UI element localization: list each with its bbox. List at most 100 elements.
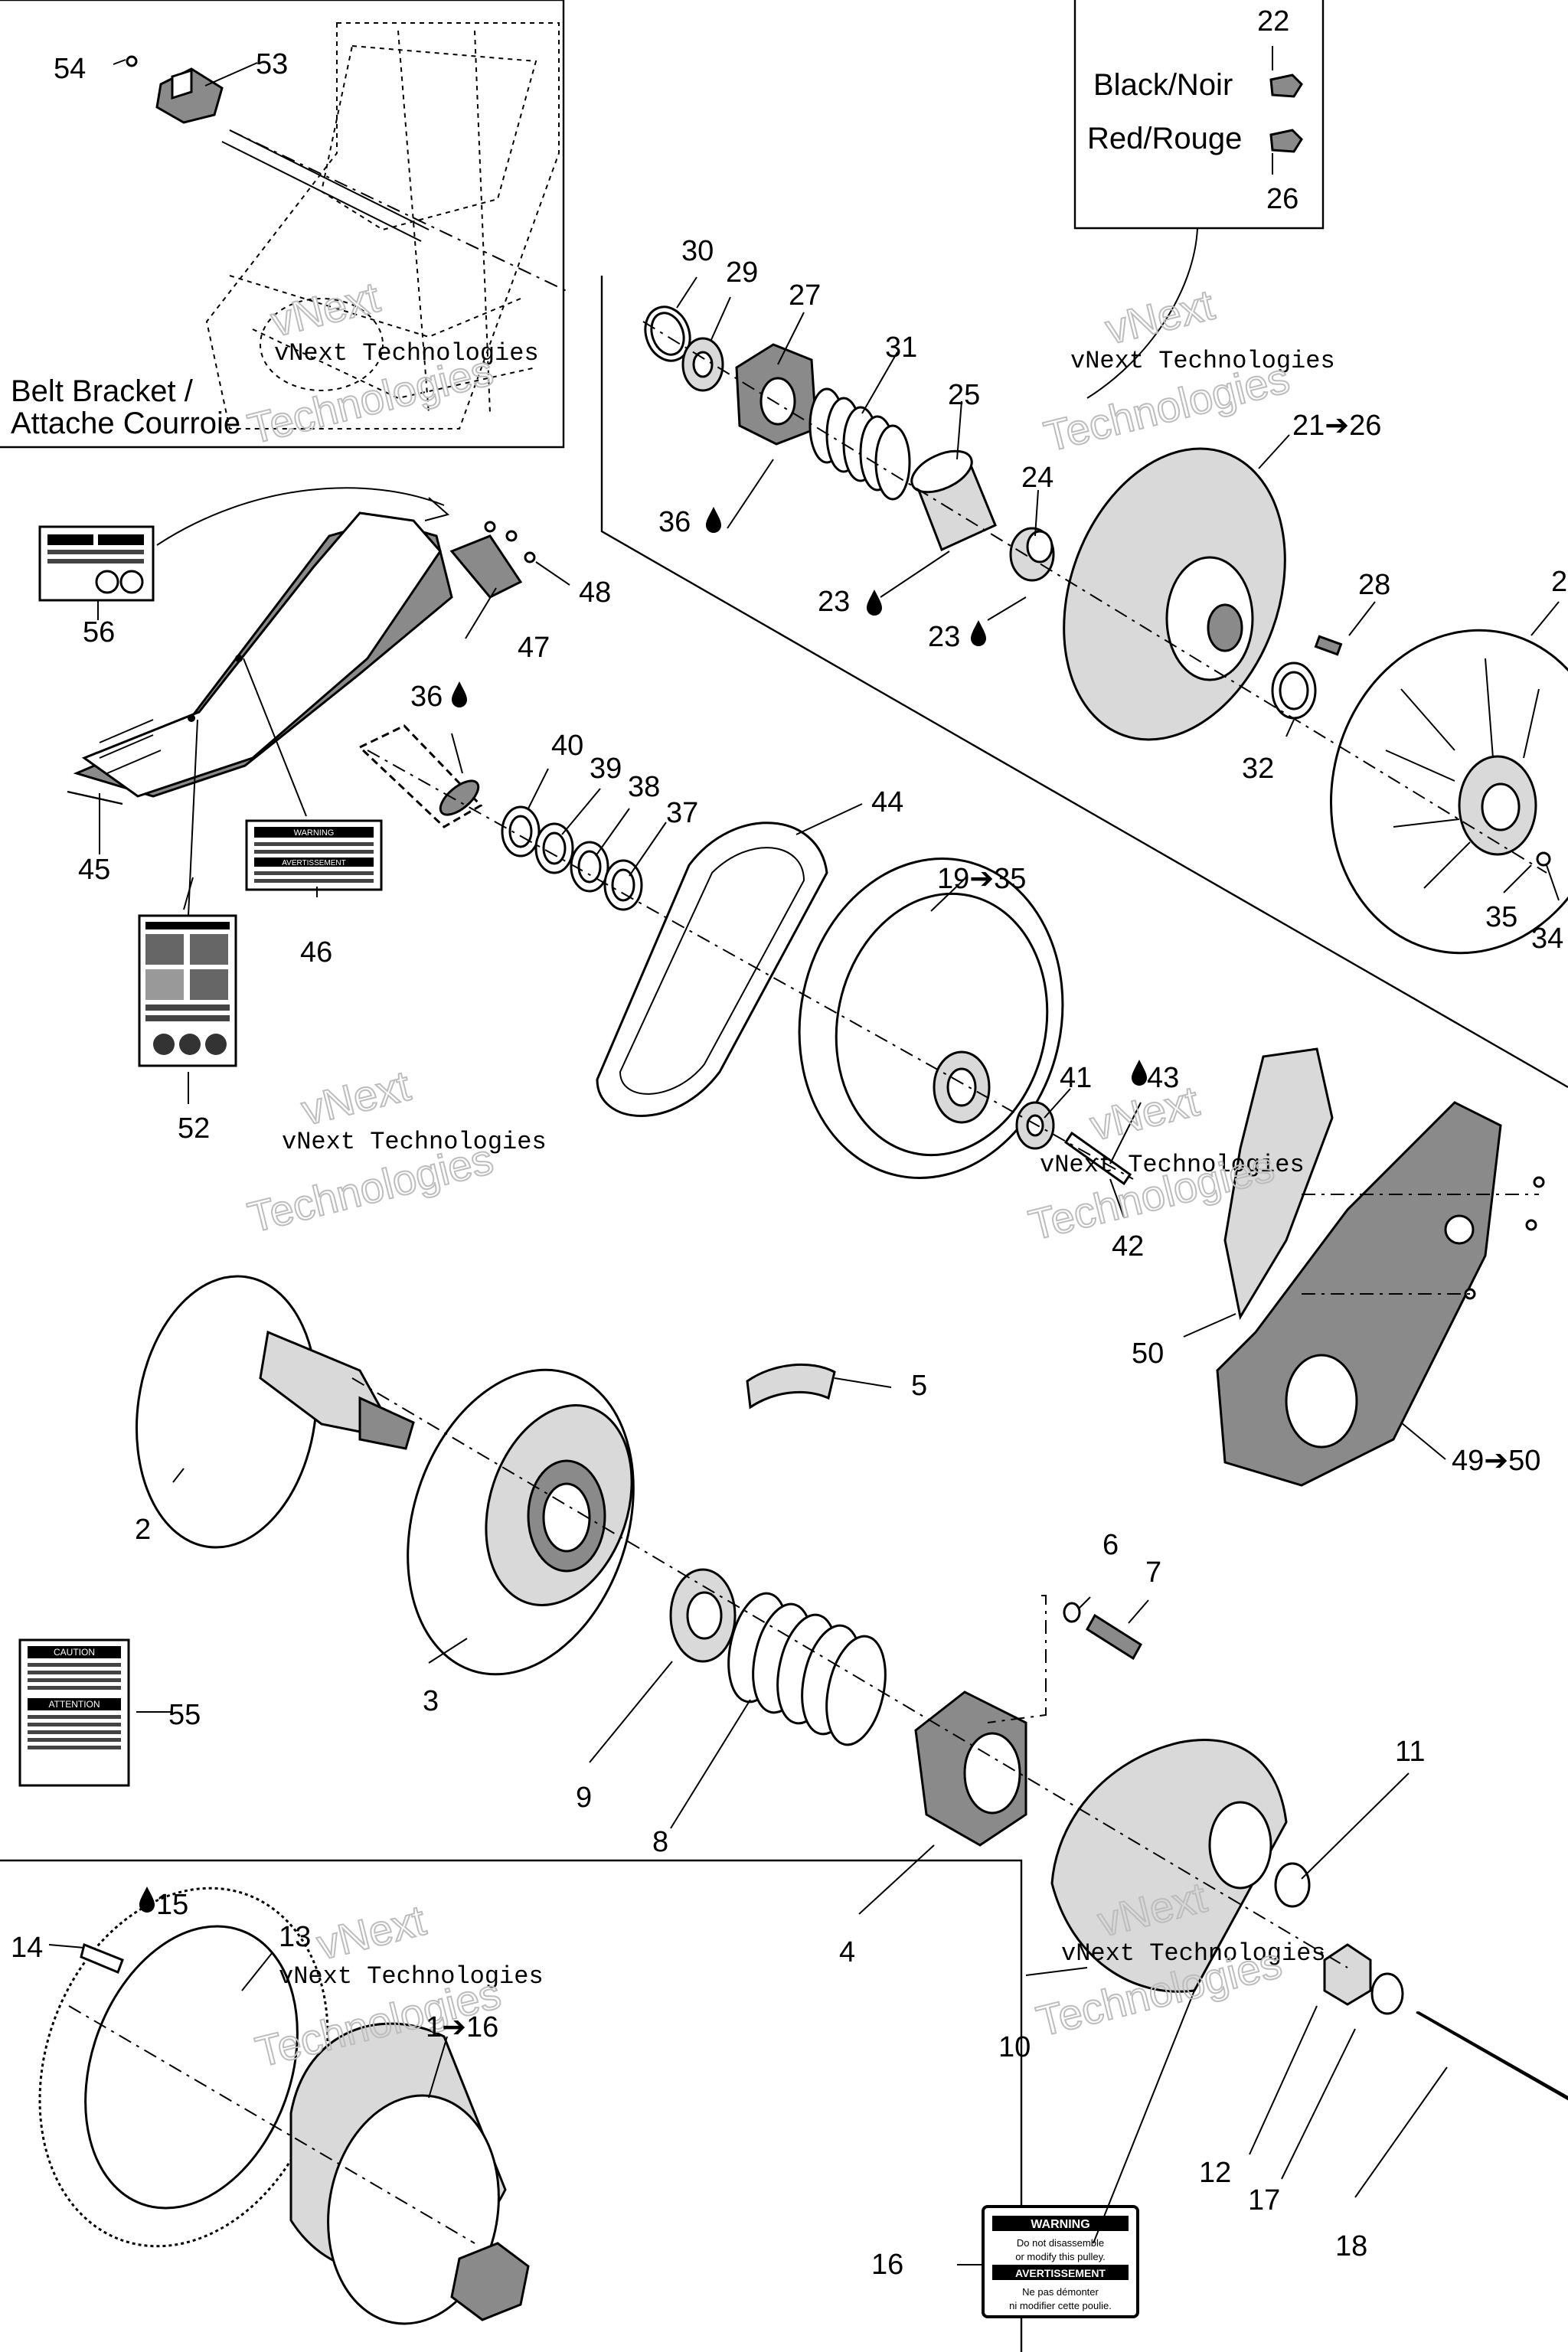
- label-36b: 36: [410, 681, 443, 713]
- label-31: 31: [885, 332, 917, 364]
- label-56: 56: [83, 616, 115, 648]
- label-25: 25: [948, 379, 980, 411]
- label-21-26: 21➔26: [1292, 410, 1381, 442]
- decal-46-title-fr: AVERTISSEMENT: [282, 859, 346, 867]
- bolt-part-54: [126, 55, 138, 67]
- label-16: 16: [871, 2249, 903, 2281]
- label-10: 10: [998, 2031, 1031, 2063]
- label-1-16: 1➔16: [426, 2011, 498, 2043]
- label-8: 8: [652, 1826, 668, 1858]
- label-partial: 2: [1551, 566, 1567, 598]
- label-5: 5: [911, 1370, 927, 1402]
- decal-55-title: CAUTION: [54, 1647, 95, 1658]
- leader-lines: [48, 46, 1560, 2265]
- decal-55: CAUTION ATTENTION: [18, 1638, 130, 1787]
- label-46: 46: [300, 936, 332, 969]
- label-36a: 36: [658, 506, 691, 538]
- watermark-text: vNext: [312, 1896, 431, 1969]
- label-32: 32: [1242, 753, 1274, 785]
- drive-pulley-parts: [38, 1275, 1568, 2325]
- label-17: 17: [1248, 2184, 1280, 2216]
- label-30: 30: [681, 235, 714, 267]
- label-39: 39: [590, 753, 622, 785]
- label-41: 41: [1060, 1062, 1092, 1094]
- lube-drops: [139, 507, 1147, 1913]
- label-19-35: 19➔35: [937, 863, 1026, 895]
- upper-parts: [358, 305, 1568, 1487]
- label-4: 4: [839, 1936, 855, 1968]
- centerlines: [68, 129, 1547, 2244]
- label-14: 14: [11, 1932, 43, 1964]
- decal-16-title: WARNING: [1031, 2218, 1089, 2231]
- decal-16-line1: Do not disassemble: [1017, 2237, 1104, 2249]
- watermark-text: vNext: [266, 273, 385, 346]
- watermark-text: vNext: [1086, 1076, 1204, 1150]
- label-40: 40: [551, 730, 583, 762]
- label-54: 54: [54, 53, 86, 85]
- label-9: 9: [576, 1782, 592, 1814]
- label-38: 38: [628, 771, 660, 803]
- guard-clip-part-47: [449, 534, 523, 599]
- label-42: 42: [1112, 1230, 1144, 1263]
- label-7: 7: [1145, 1557, 1161, 1589]
- label-50: 50: [1132, 1338, 1164, 1370]
- color-key-parts: [1269, 74, 1303, 153]
- belt-bracket-caption-2: Attache Courroie: [11, 407, 240, 440]
- decal-16-line4: ni modifier cette poulie.: [1009, 2300, 1112, 2311]
- label-26: 26: [1266, 183, 1298, 215]
- decal-16-title-fr: AVERTISSEMENT: [1015, 2267, 1106, 2279]
- belt-guard-part-45: [67, 511, 453, 805]
- label-34: 34: [1531, 923, 1563, 955]
- label-18: 18: [1335, 2230, 1367, 2262]
- label-49-50: 49➔50: [1452, 1445, 1540, 1477]
- label-3: 3: [423, 1685, 439, 1717]
- belt-bracket-part-53: [155, 67, 224, 124]
- label-24: 24: [1021, 462, 1054, 494]
- label-2: 2: [135, 1514, 151, 1546]
- belt-bracket-caption-1: Belt Bracket /: [11, 374, 194, 408]
- label-28: 28: [1358, 569, 1390, 601]
- decal-52: [138, 914, 237, 1067]
- label-45: 45: [78, 854, 110, 886]
- label-13: 13: [279, 1921, 311, 1953]
- decal-16: WARNING Do not disassemble or modify thi…: [982, 2205, 1139, 2318]
- watermark-text: vNext Technologies: [1070, 347, 1335, 375]
- label-27: 27: [789, 279, 821, 312]
- callout-labels: 22 26 21➔26 30 29 27 31 25 24 36 23 23 2…: [11, 5, 1567, 2281]
- label-37: 37: [666, 797, 698, 829]
- screws-part-48: [484, 521, 536, 564]
- label-11: 11: [1395, 1736, 1425, 1768]
- decal-56: [38, 525, 155, 602]
- leader-arrowhead: [424, 497, 450, 521]
- label-15: 15: [156, 1889, 188, 1921]
- label-44: 44: [871, 786, 903, 818]
- color-key-black: Black/Noir: [1093, 68, 1233, 102]
- watermark-text: vNext Technologies: [1040, 1151, 1305, 1179]
- frame-chassis-drawing: [205, 22, 560, 430]
- label-22: 22: [1257, 5, 1289, 38]
- decal-16-line3: Ne pas démonter: [1022, 2286, 1099, 2298]
- decal-46: WARNING AVERTISSEMENT: [245, 819, 383, 891]
- decal-56-leader-curve: [156, 487, 445, 546]
- watermark-text: vNext Technologies: [282, 1128, 547, 1156]
- watermark-text: vNext: [297, 1061, 416, 1135]
- decal-55-title2: ATTENTION: [48, 1699, 100, 1710]
- watermark-text: vNext Technologies: [279, 1962, 544, 1991]
- watermark-text: vNext: [1101, 280, 1220, 354]
- label-53: 53: [256, 48, 288, 80]
- label-29: 29: [726, 256, 758, 289]
- label-52: 52: [178, 1112, 210, 1145]
- label-43: 43: [1147, 1062, 1179, 1094]
- label-48: 48: [579, 577, 611, 609]
- label-6: 6: [1102, 1529, 1119, 1561]
- label-12: 12: [1199, 2157, 1231, 2189]
- decal-16-line2: or modify this pulley.: [1015, 2251, 1106, 2262]
- label-35: 35: [1485, 901, 1517, 933]
- label-47: 47: [518, 632, 550, 664]
- decal-46-title: WARNING: [294, 828, 335, 838]
- label-23a: 23: [818, 586, 850, 618]
- label-55: 55: [168, 1699, 201, 1731]
- watermark-text: vNext Technologies: [274, 339, 539, 368]
- watermark-text: vNext Technologies: [1061, 1939, 1326, 1968]
